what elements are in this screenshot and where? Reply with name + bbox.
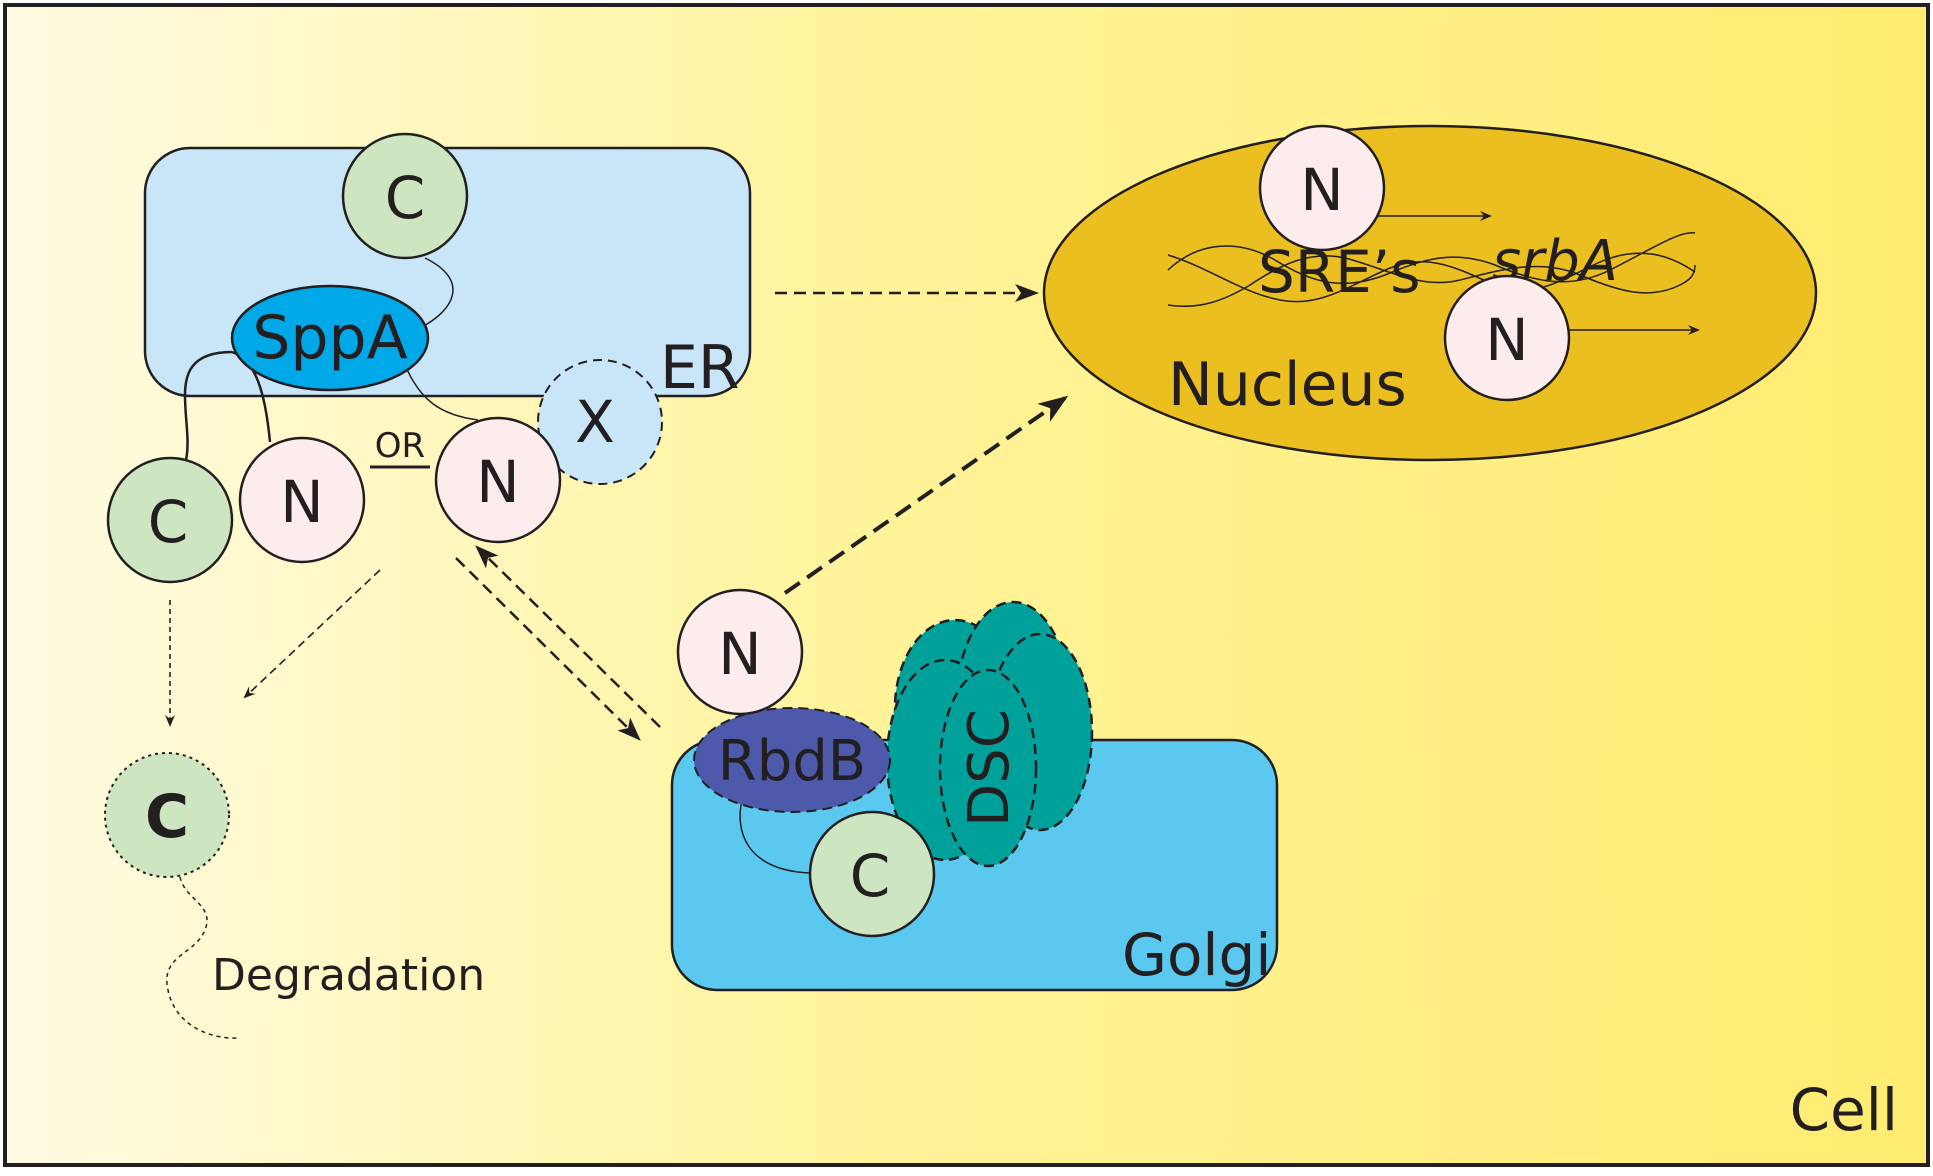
c-domain-er-bottom [106,456,234,584]
x-label: X [575,388,615,456]
degradation-tail [166,876,241,1039]
n-domain-golgi [676,588,804,716]
rbdb-protein [693,707,891,813]
dsc-label: DSC [957,709,1022,827]
rbdb-label: RbdB [718,729,866,794]
c-domain-er-top [341,132,469,260]
arrow-golgi-to-er [475,545,661,728]
n-domain-er-left [238,436,366,564]
n-nucleus-bottom-label: N [1485,306,1528,374]
n-golgi-label: N [718,620,761,688]
golgi-label: Golgi [1122,921,1271,989]
c-degraded-label: C [145,782,189,852]
or-label: OR [375,426,425,466]
n-nucleus-top-label: N [1300,156,1343,224]
arrow-n-to-degradation [243,569,381,699]
sppa-protease [230,284,430,392]
n-domain-er-right [434,416,562,544]
sre-label: SRE’s [1258,238,1420,306]
arrow-er-to-golgi [455,557,641,741]
arrow-golgi-to-nucleus [783,395,1069,595]
er-label: ER [660,333,740,403]
linker-sppa-c-left [183,350,233,461]
sppa-label: SppA [252,303,407,373]
c-er-top-label: C [385,164,426,232]
dna-strand-3 [1167,252,1696,303]
c-domain-golgi [808,810,936,938]
degradation-label: Degradation [212,950,485,1001]
cell-label: Cell [1790,1076,1898,1144]
linker-sppa-c-top [419,257,454,329]
dna-strand-1 [1167,232,1696,285]
nucleus-label: Nucleus [1168,350,1407,420]
x-factor [537,359,663,485]
n-er-left-label: N [280,468,323,536]
n-domain-nucleus-bottom [1443,274,1571,402]
c-golgi-label: C [850,842,891,910]
dsc-subunit-5 [938,668,1038,868]
c-domain-degraded [104,752,230,878]
c-er-bottom-label: C [148,488,189,556]
dna-strand-2 [1167,255,1696,308]
n-domain-nucleus-top [1258,124,1386,252]
linker-rbdb-c [739,799,811,874]
n-er-right-label: N [476,448,519,516]
linker-sppa-n-right [404,364,479,421]
nucleus [1042,124,1818,462]
